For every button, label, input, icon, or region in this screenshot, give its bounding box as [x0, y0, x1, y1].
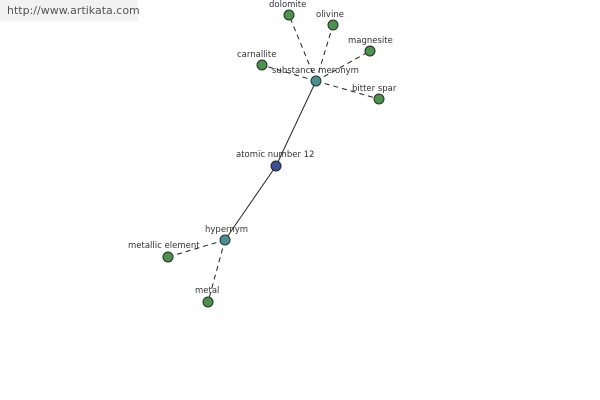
edge-substance-meronym-magnesite [315, 50, 371, 82]
term-node-circle[interactable] [202, 296, 214, 308]
edge-hypernym-metal [207, 239, 226, 303]
term-node-metal[interactable]: metal [195, 286, 219, 308]
term-node-magnesite[interactable]: magnesite [348, 36, 393, 57]
term-node-circle[interactable] [364, 45, 376, 57]
relation-node-label[interactable]: substance meronym [272, 66, 359, 76]
term-node-label[interactable]: olivine [316, 10, 344, 20]
edge-substance-meronym-carnallite [261, 64, 317, 82]
term-node-circle[interactable] [256, 59, 268, 71]
term-node-label[interactable]: magnesite [348, 36, 393, 46]
term-node-carnallite[interactable]: carnallite [237, 50, 276, 71]
relation-node-label[interactable]: hypernym [205, 225, 248, 235]
center-node[interactable]: atomic number 12 [236, 150, 314, 172]
watermark-box: http://www.artikata.com [0, 0, 140, 21]
center-node-circle[interactable] [270, 160, 282, 172]
relation-node-substance-meronym[interactable]: substance meronym [272, 66, 359, 87]
edges-layer [167, 14, 380, 303]
watermark-url[interactable]: http://www.artikata.com [7, 4, 140, 17]
edge-substance-meronym-olivine [315, 24, 334, 82]
term-node-olivine[interactable]: olivine [316, 10, 344, 31]
term-node-circle[interactable] [162, 251, 174, 263]
term-node-bitter-spar[interactable]: bitter spar [352, 84, 397, 105]
term-node-circle[interactable] [327, 19, 339, 31]
term-node-circle[interactable] [283, 9, 295, 21]
relation-node-circle[interactable] [219, 234, 231, 246]
term-node-label[interactable]: metal [195, 286, 219, 296]
term-node-metallic-element[interactable]: metallic element [128, 241, 200, 263]
term-node-dolomite[interactable]: dolomite [269, 0, 306, 21]
edge-hypernym-metallic-element [167, 239, 226, 258]
edge-center-hypernym [224, 165, 277, 241]
term-node-circle[interactable] [373, 93, 385, 105]
relation-node-circle[interactable] [310, 75, 322, 87]
edge-substance-meronym-bitter-spar [315, 80, 380, 100]
term-node-label[interactable]: dolomite [269, 0, 306, 10]
relation-node-hypernym[interactable]: hypernym [205, 225, 248, 246]
term-node-label[interactable]: bitter spar [352, 84, 397, 94]
edge-center-substance-meronym [275, 80, 317, 167]
edge-substance-meronym-dolomite [288, 14, 317, 82]
term-node-label[interactable]: metallic element [128, 241, 200, 251]
term-node-label[interactable]: carnallite [237, 50, 276, 60]
center-node-label[interactable]: atomic number 12 [236, 150, 314, 160]
